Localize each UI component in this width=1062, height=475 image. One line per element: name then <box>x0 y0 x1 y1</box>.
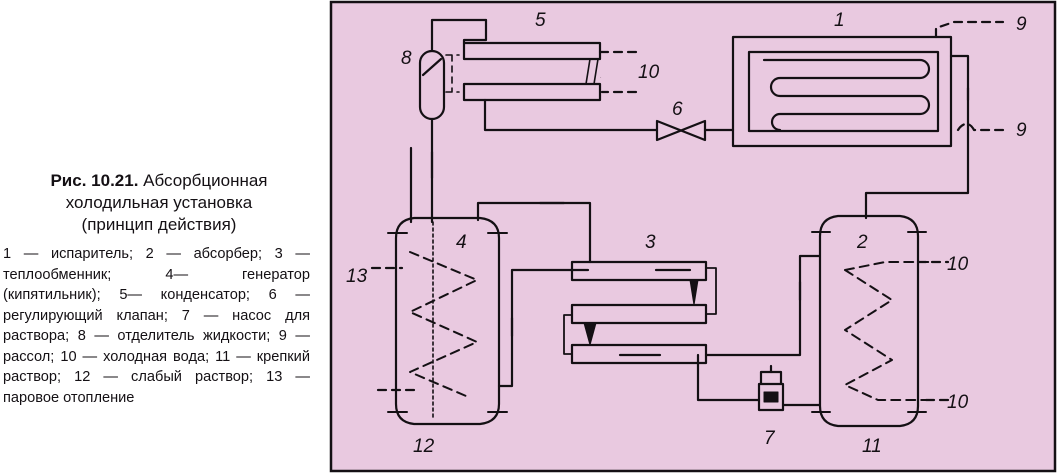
label-condenser-water-in: 10 <box>600 77 602 79</box>
evaporator-to-absorber <box>864 54 970 220</box>
figure-legend: 1 — испаритель; 2 — абсорбер; 3 — теплоо… <box>3 246 310 406</box>
expansion-valve <box>655 119 707 142</box>
absorption-refrigeration-diagram: 1 2 3 4 5 6 7 8 9 9 10 10 10 11 12 13 10 <box>329 0 1057 473</box>
label-strong-solution: 11 <box>862 436 882 457</box>
brine-in-line <box>934 20 1005 39</box>
label-separator: 8 <box>401 48 412 69</box>
figure-number: Рис. 10.21. <box>50 171 139 190</box>
generator <box>387 216 508 426</box>
label-evaporator: 1 <box>834 10 845 31</box>
condensate-line <box>483 98 659 132</box>
figure-title-line-3: (принцип действия) <box>81 215 237 234</box>
separator-vapor-outlet <box>430 18 488 53</box>
solution-pump <box>757 364 785 412</box>
label-pump: 7 <box>764 428 776 449</box>
pump-to-exchanger <box>696 353 761 402</box>
label-steam-heating: 13 <box>346 266 368 287</box>
evaporator <box>731 35 953 148</box>
label-absorber-water-out: 10 <box>947 254 969 275</box>
separator-diagonal <box>421 57 443 77</box>
label-condenser-water-out: 10 <box>638 62 660 83</box>
label-generator: 4 <box>456 232 467 253</box>
label-brine-out: 9 <box>1016 120 1027 141</box>
label-absorber-water-in: 10 <box>947 392 969 413</box>
label-weak-solution: 12 <box>413 436 435 457</box>
label-condenser: 5 <box>535 10 546 31</box>
label-brine-in: 9 <box>1016 14 1027 35</box>
label-valve: 6 <box>672 99 683 120</box>
label-heat-exchanger: 3 <box>645 232 656 253</box>
exchanger-to-absorber <box>704 254 821 357</box>
label-absorber: 2 <box>856 232 868 253</box>
generator-to-exchanger <box>476 201 592 264</box>
figure-caption: Рис. 10.21. Абсорбционная холодильная ус… <box>0 170 318 408</box>
figure-title-line-1: Абсорбционная <box>143 171 268 190</box>
figure-title-line-2: холодильная установка <box>65 193 253 212</box>
figure-title: Рис. 10.21. Абсорбционная холодильная ус… <box>0 170 318 236</box>
brine-out-line <box>956 122 1005 132</box>
